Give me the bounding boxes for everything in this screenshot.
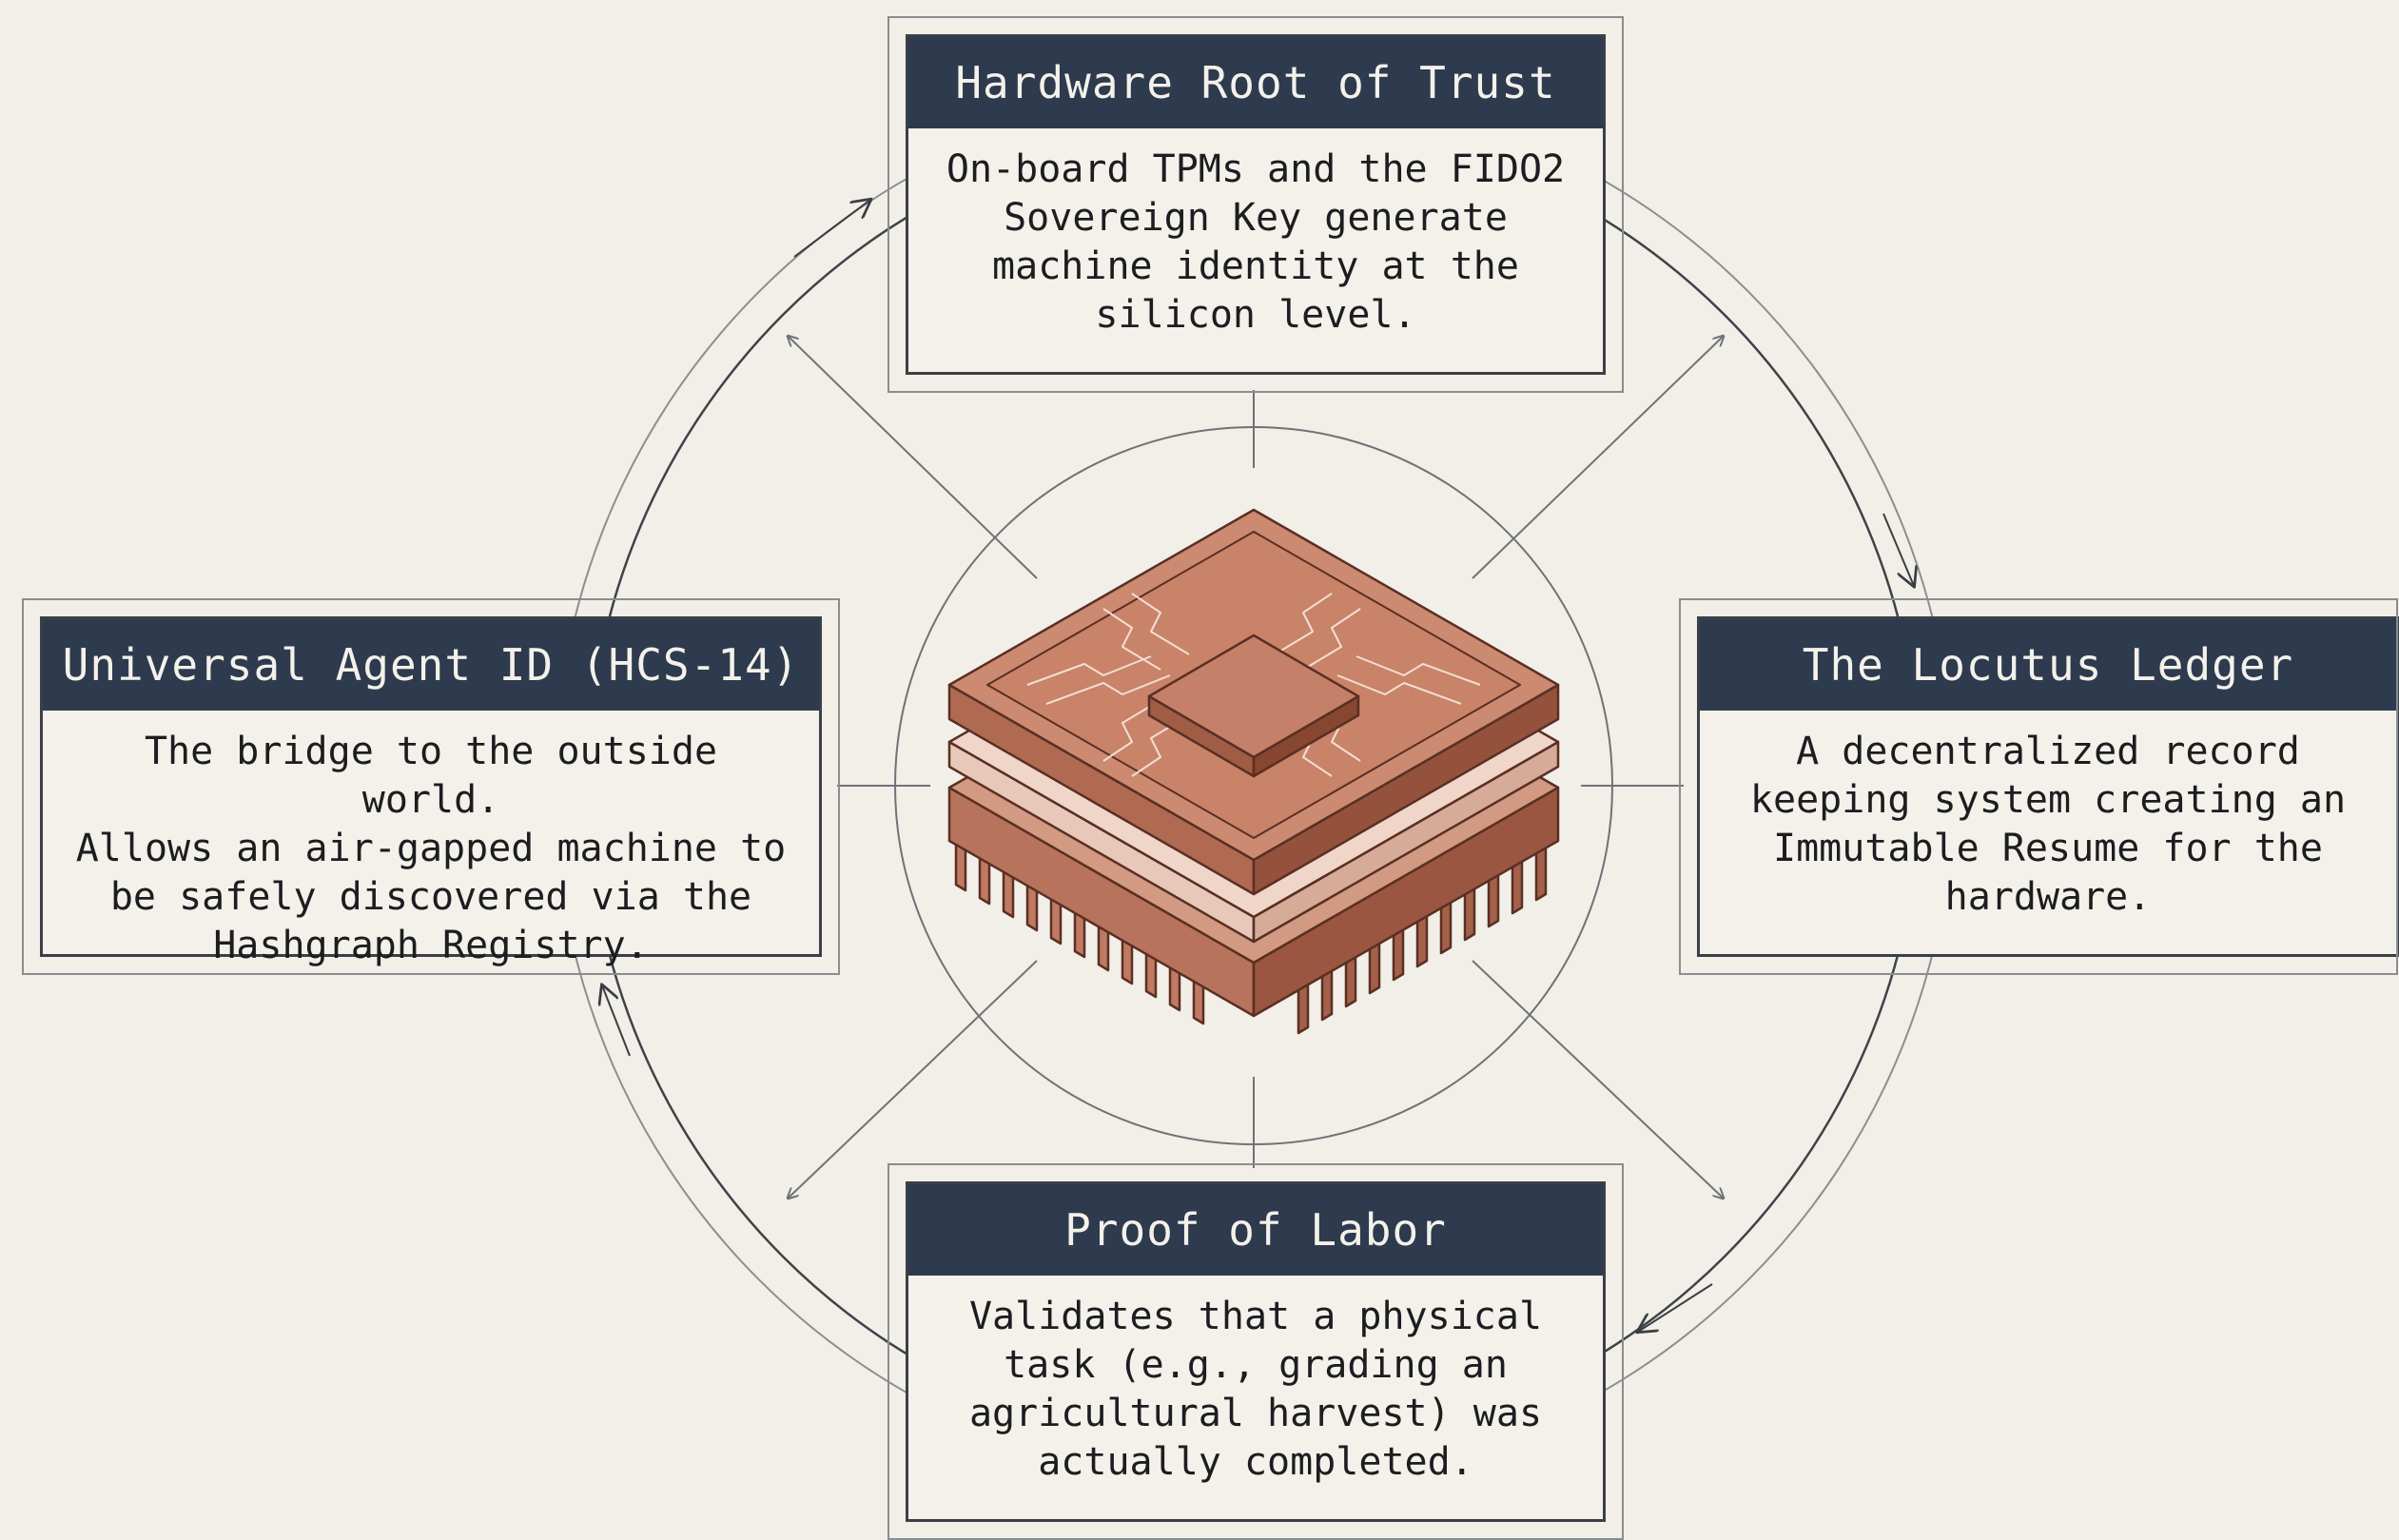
node-locutus-ledger: The Locutus Ledger A decentralized recor… (1679, 598, 2399, 975)
node-description: A decentralized record keeping system cr… (1700, 711, 2396, 922)
description-line: silicon level. (1095, 293, 1416, 337)
description-line: hardware. (1944, 875, 2152, 919)
node-universal-agent-id: Universal Agent ID (HCS-14) The bridge t… (22, 598, 840, 975)
cycle-arrow-top-right (1882, 513, 1914, 586)
microchip-icon (947, 508, 1560, 1035)
description-line: be safely discovered via the (109, 875, 752, 919)
description-line: On-board TPMs and the FIDO2 (946, 147, 1566, 191)
node-description: The bridge to the outside world. Allows … (43, 711, 819, 970)
description-line: The bridge to the outside world. (144, 730, 718, 822)
description-line: keeping system creating an (1749, 778, 2347, 822)
description-line: A decentralized record (1796, 730, 2300, 773)
diag-arrow-se (1472, 960, 1724, 1199)
node-description: On-board TPMs and the FIDO2 Sovereign Ke… (908, 128, 1603, 340)
cycle-arrow-top-left (793, 200, 870, 258)
description-line: Immutable Resume for the (1773, 827, 2323, 870)
node-title: Hardware Root of Trust (908, 37, 1603, 128)
diag-arrow-ne (1472, 336, 1724, 579)
node-title: Proof of Labor (908, 1184, 1603, 1276)
node-title: Universal Agent ID (HCS-14) (43, 619, 819, 711)
description-line: Hashgraph Registry. (213, 924, 649, 967)
diag-arrow-sw (788, 960, 1038, 1199)
description-line: task (e.g., grading an (1004, 1343, 1508, 1387)
node-title: The Locutus Ledger (1700, 619, 2396, 711)
description-line: agricultural harvest) was (968, 1392, 1543, 1435)
description-line: Validates that a physical (968, 1295, 1543, 1338)
description-line: actually completed. (1038, 1440, 1473, 1484)
node-hardware-root-of-trust: Hardware Root of Trust On-board TPMs and… (887, 16, 1624, 393)
description-line: Allows an air-gapped machine to (75, 827, 787, 870)
cycle-arrow-bottom-right (1638, 1283, 1713, 1332)
node-description: Validates that a physical task (e.g., gr… (908, 1276, 1603, 1487)
description-line: machine identity at the (992, 244, 1519, 288)
description-line: Sovereign Key generate (1004, 196, 1508, 240)
cycle-arrow-bottom-left (602, 985, 631, 1057)
node-proof-of-labor: Proof of Labor Validates that a physical… (887, 1163, 1624, 1540)
diag-arrow-nw (788, 336, 1038, 579)
